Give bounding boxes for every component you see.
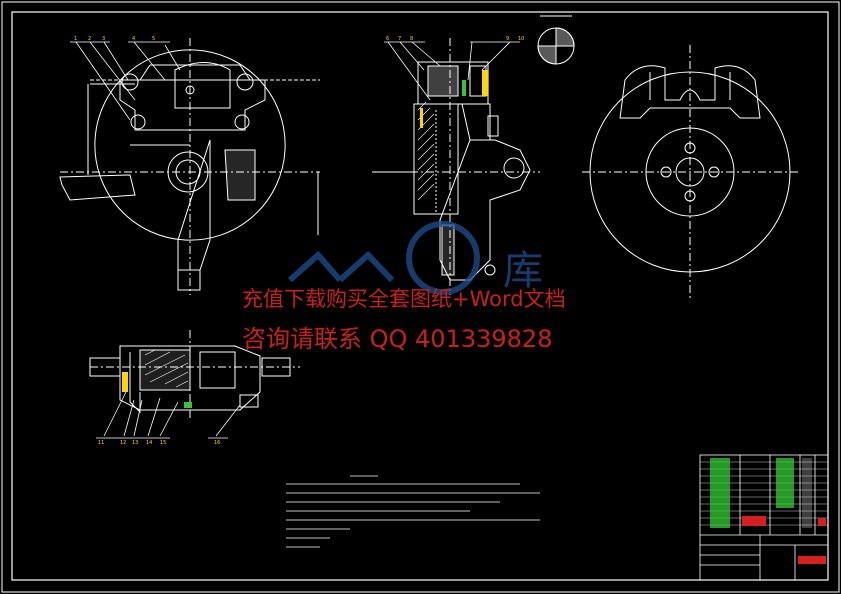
svg-text:1: 1: [74, 36, 77, 42]
technical-notes: [286, 475, 540, 548]
svg-text:15: 15: [160, 440, 166, 446]
watermark-logo-char: 库: [503, 248, 543, 294]
front-view-caliper: [59, 38, 320, 295]
svg-text:13: 13: [132, 440, 138, 446]
title-block: [699, 454, 829, 581]
svg-text:5: 5: [152, 36, 155, 42]
svg-text:6: 6: [386, 36, 389, 42]
svg-text:12: 12: [120, 440, 126, 446]
svg-text:16: 16: [214, 440, 220, 446]
hatching-bottom: [144, 349, 189, 388]
part-numbers-bottom: 11 12 13 14 15 16: [98, 440, 220, 446]
detail-circle: [537, 15, 575, 65]
svg-text:8: 8: [410, 36, 413, 42]
svg-text:4: 4: [132, 36, 135, 42]
svg-text:10: 10: [518, 36, 524, 42]
svg-text:14: 14: [146, 440, 152, 446]
svg-text:11: 11: [98, 440, 104, 446]
leader-lines-left: [70, 41, 181, 121]
part-numbers-middle: 6 7 8 9 10: [386, 36, 524, 42]
leader-lines-bottom: [96, 391, 241, 439]
leader-lines-middle: [384, 41, 520, 101]
watermark-line-1: 充值下载购买全套图纸+Word文档: [242, 287, 566, 311]
section-view-middle: [372, 38, 540, 295]
part-numbers-left: 1 2 3 4 5: [74, 36, 155, 42]
disc-view-right: [582, 45, 800, 300]
svg-text:7: 7: [398, 36, 401, 42]
svg-text:3: 3: [102, 36, 105, 42]
svg-text:2: 2: [88, 36, 91, 42]
svg-text:9: 9: [506, 36, 509, 42]
watermark-logo: [288, 221, 480, 295]
accent-parts-bottom: [122, 372, 192, 408]
accent-parts-middle: [420, 70, 488, 128]
parts-list-accents: [710, 458, 826, 564]
watermark-line-2: 咨询请联系 QQ 401339828: [242, 325, 553, 353]
